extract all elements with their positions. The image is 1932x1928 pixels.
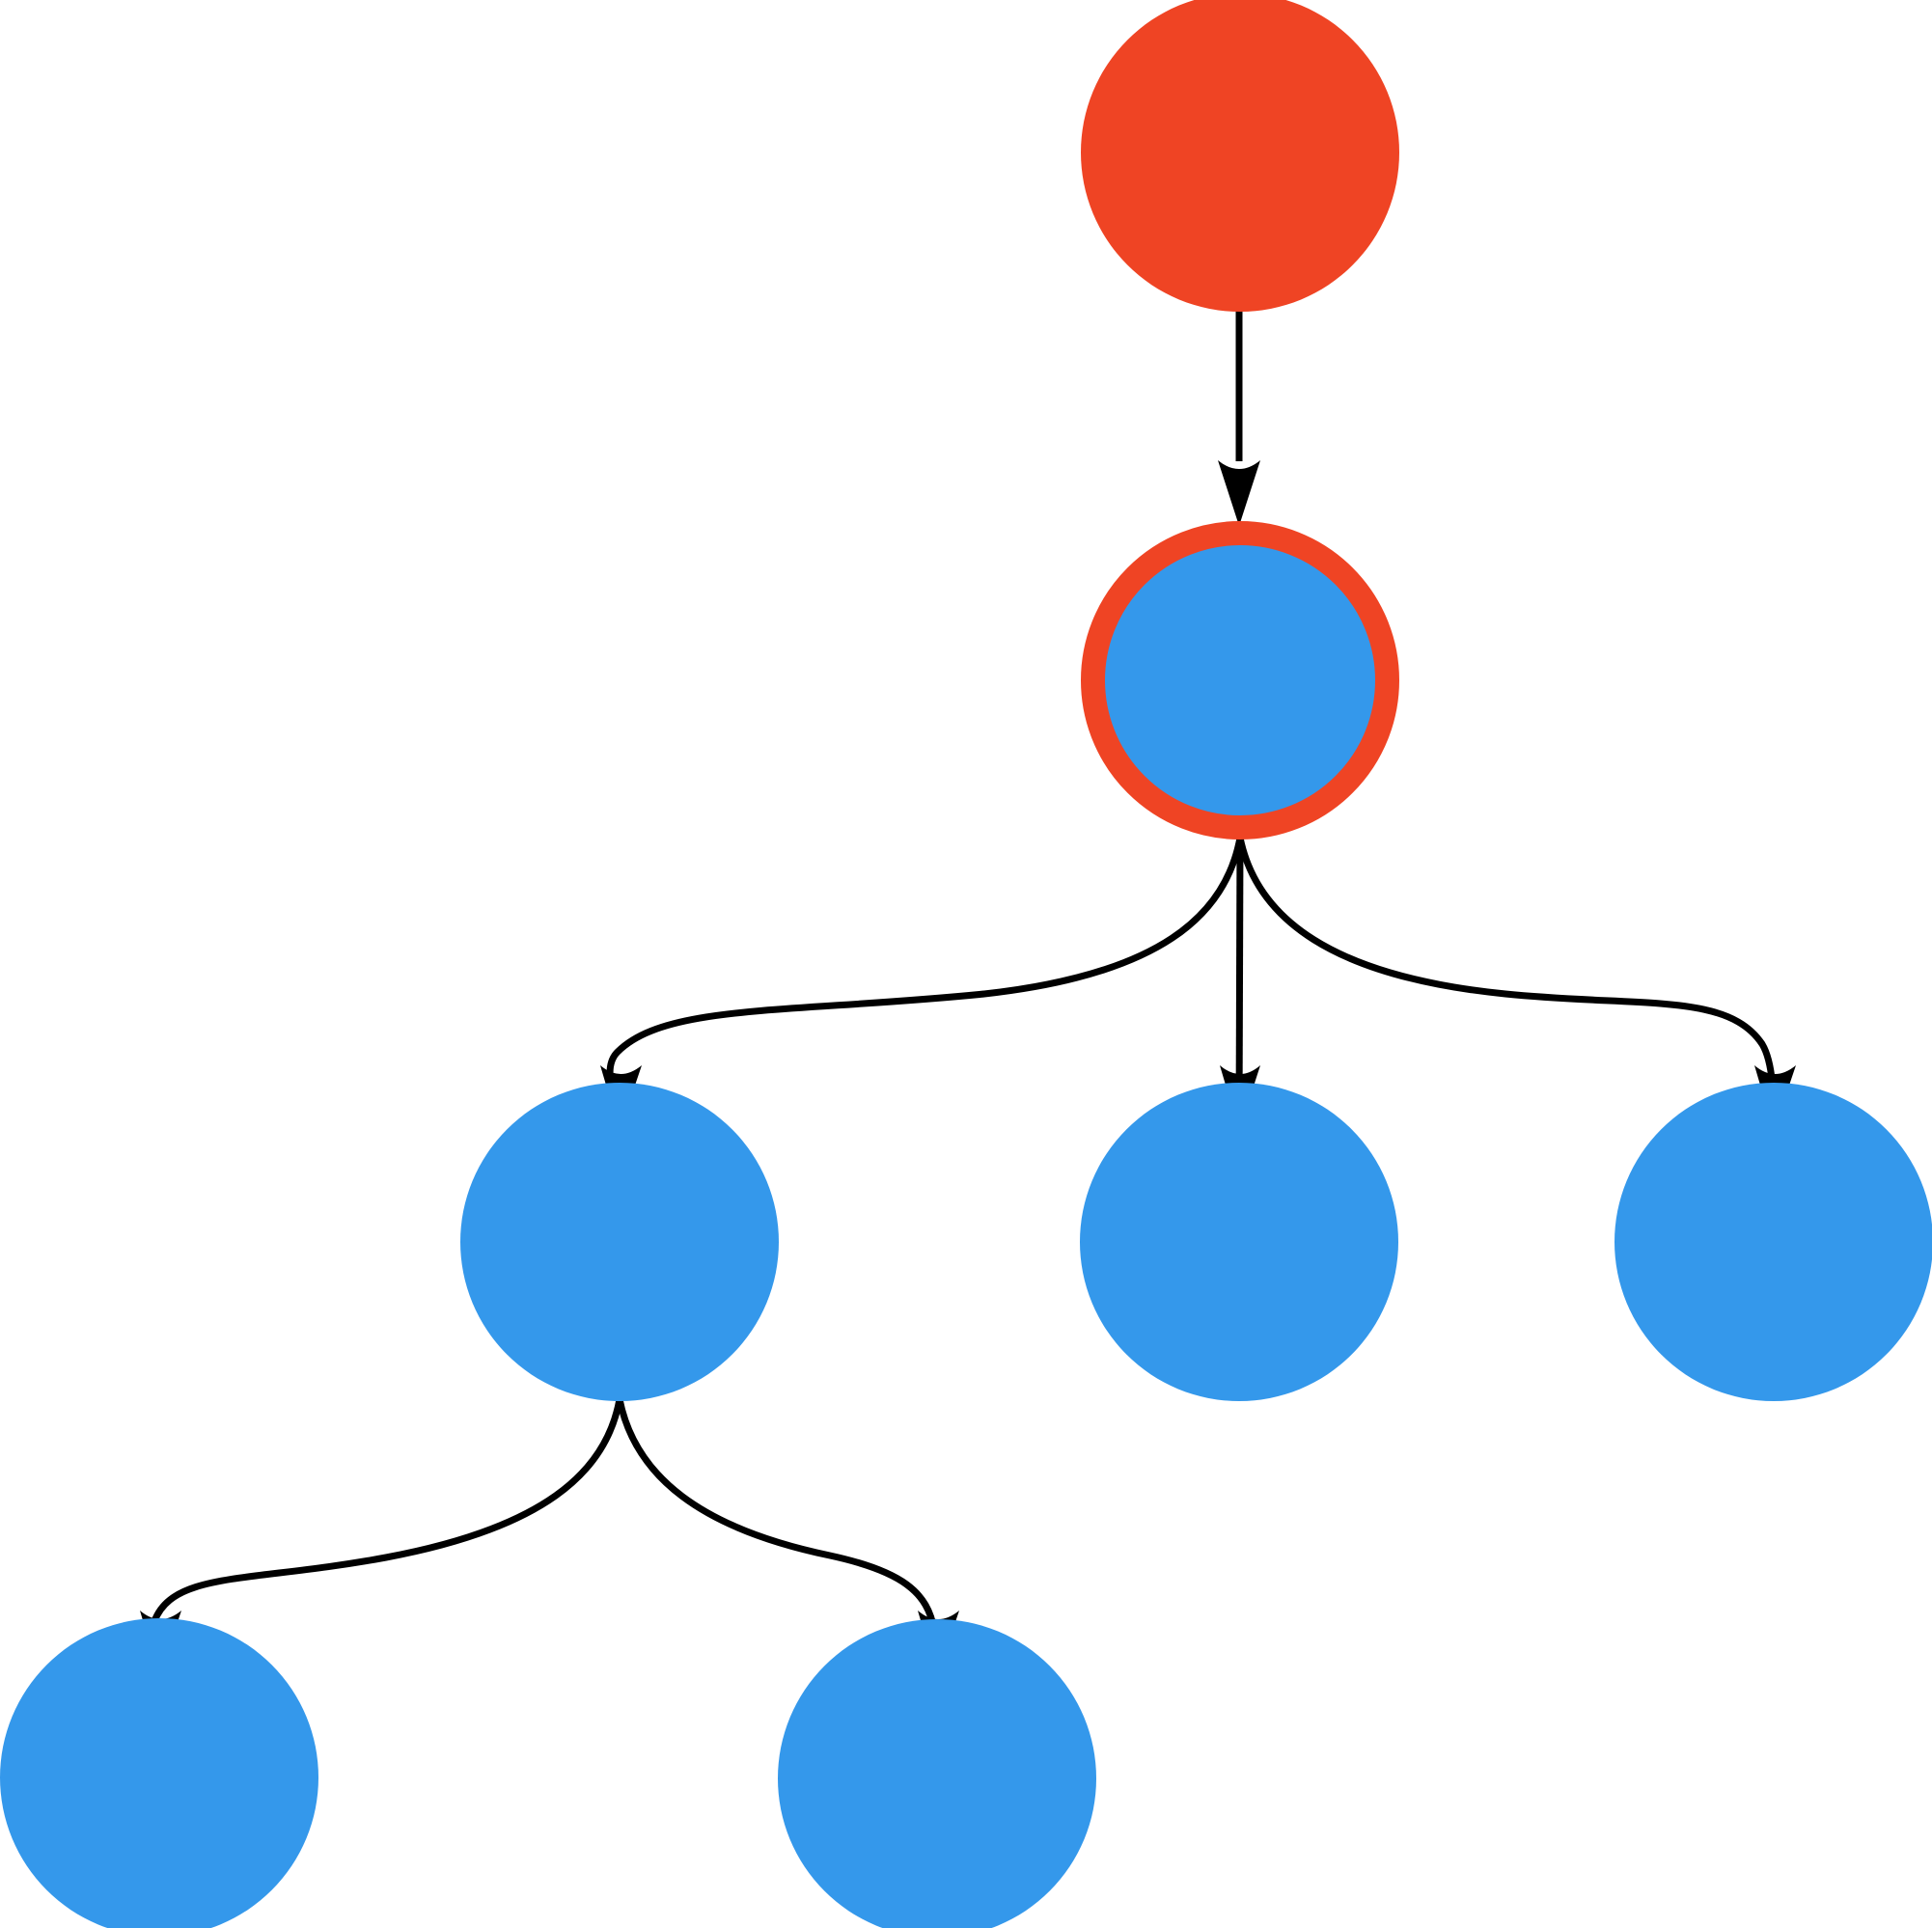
child-node-middle[interactable] <box>1080 1083 1398 1401</box>
edge-selected-to-child-left <box>606 837 1244 1123</box>
child-node-middle-shape[interactable] <box>1080 1083 1398 1401</box>
edges-layer <box>148 309 1778 1667</box>
child-node-right[interactable] <box>1615 1083 1932 1401</box>
child-node-right-shape[interactable] <box>1615 1083 1932 1401</box>
selected-node[interactable] <box>1081 521 1399 840</box>
leaf-node-right-shape[interactable] <box>778 1619 1096 1928</box>
edge-root-to-selected-arrowhead-icon <box>1218 460 1260 526</box>
arrowheads-layer <box>140 460 1796 1676</box>
leaf-node-left-shape[interactable] <box>0 1618 318 1928</box>
root-node-shape[interactable] <box>1081 0 1399 312</box>
edge-child-left-to-leaf-right <box>616 1398 941 1667</box>
root-node[interactable] <box>1081 0 1399 312</box>
edge-child-left-to-leaf-left <box>148 1398 623 1667</box>
selected-node-ring[interactable] <box>1081 521 1399 840</box>
child-node-left-shape[interactable] <box>460 1083 779 1401</box>
leaf-node-left[interactable] <box>0 1618 318 1928</box>
child-node-left[interactable] <box>460 1083 779 1401</box>
leaf-node-right[interactable] <box>778 1619 1096 1928</box>
edge-selected-to-child-right <box>1236 837 1778 1123</box>
